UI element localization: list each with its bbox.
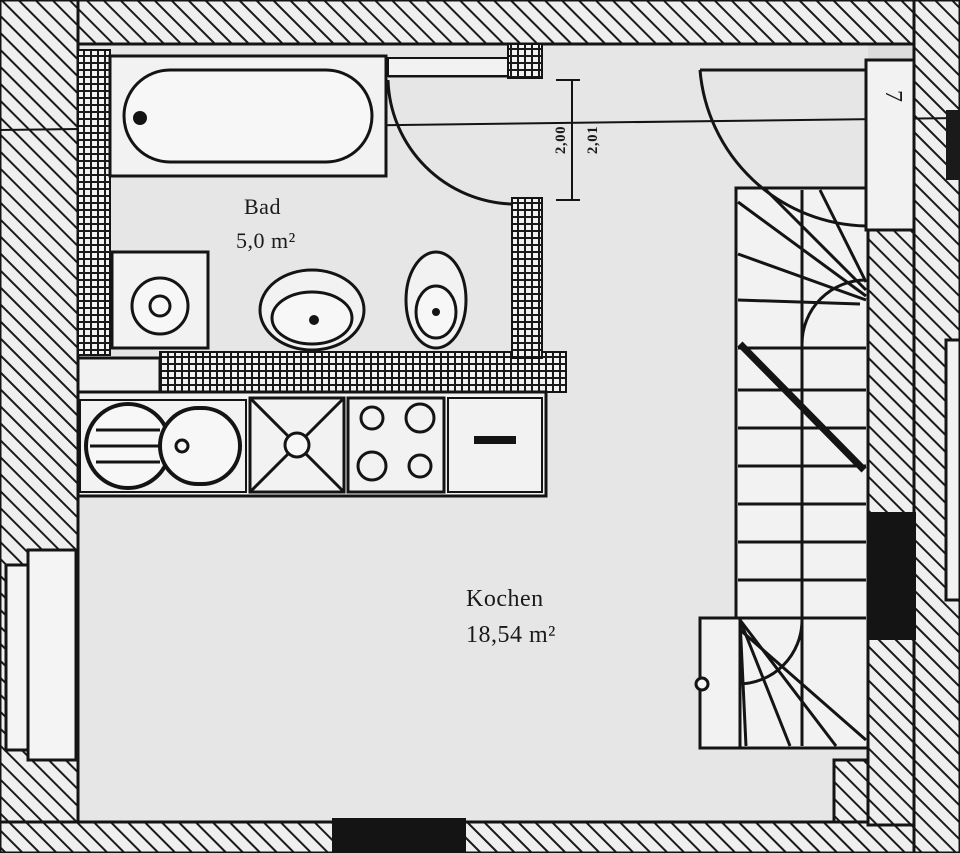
counter-controls [447,397,543,493]
right-room-edge [944,338,960,602]
kitchen-counter [76,356,548,498]
room-name-kochen: Kochen [466,586,544,612]
stair-door-swing [698,69,867,228]
stove [346,396,446,494]
dimension-label-2: 2,01 [585,126,601,154]
dimension-marker: 2,00 2,01 [553,79,601,201]
dimension-label-1: 2,00 [553,126,569,154]
room-name-bad: Bad [244,194,281,219]
bath-tile-wall-right [511,197,543,359]
wall-bottom [0,820,960,853]
window-left [4,548,78,762]
door-bottom [332,818,466,853]
bathtub-drain [133,111,147,125]
bath-door-swing [386,79,513,206]
bath-door-lintel [387,57,509,77]
bathroom-sink [258,268,366,352]
bathtub-basin [122,68,374,164]
bath-tile-wall-left [77,49,111,356]
bath-tile-wall-bottom [159,351,567,393]
room-area-bad: 5,0 m² [236,228,296,253]
corner-mark: 7 [880,90,906,103]
toilet [404,250,468,350]
staircase [694,186,870,750]
wall-pier-bottom-right [832,758,870,824]
door-frame-right [864,58,916,232]
bath-tile-corner [507,43,543,79]
wall-top [0,0,960,46]
kitchen-sink [79,399,247,493]
bathroom: 2,00 2,01 Bad 5,0 m² [77,43,601,393]
dishwasher [248,396,346,494]
door-right [868,512,916,640]
right-room-dark-block [946,110,960,180]
washing-machine-drum [130,276,190,336]
room-area-kochen: 18,54 m² [466,622,556,648]
